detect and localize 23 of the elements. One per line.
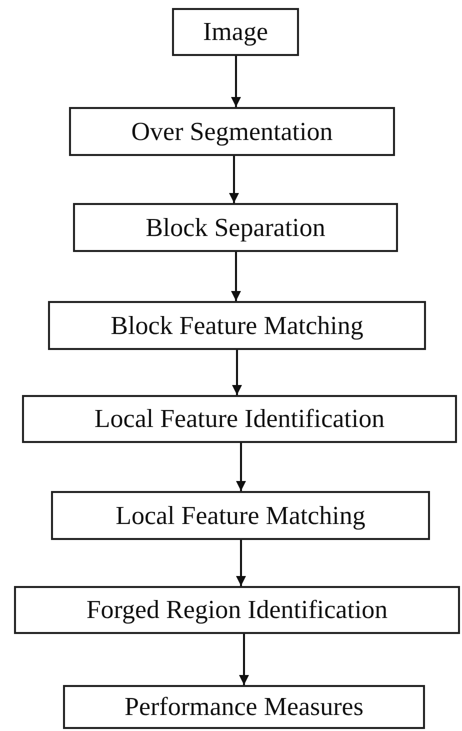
- process-box: [48, 301, 426, 350]
- step-label: Forged Region Identification: [86, 595, 388, 625]
- step-label: Over Segmentation: [131, 116, 333, 146]
- step-label: Performance Measures: [124, 692, 364, 722]
- process-box: [172, 8, 299, 56]
- arrow: [232, 350, 242, 395]
- step-label: Block Separation: [146, 212, 326, 242]
- process-box: [22, 395, 457, 443]
- arrow: [236, 540, 246, 586]
- step-label: Local Feature Identification: [94, 404, 385, 434]
- process-box: [69, 107, 395, 156]
- process-box: [63, 685, 425, 729]
- process-box: [14, 586, 460, 634]
- process-box: [51, 491, 430, 540]
- step-label: Block Feature Matching: [110, 310, 364, 340]
- arrow: [229, 156, 239, 203]
- step-label: Local Feature Matching: [116, 500, 366, 530]
- arrow: [231, 252, 241, 301]
- process-box: [73, 203, 398, 252]
- arrow: [231, 56, 241, 107]
- arrow: [239, 634, 249, 685]
- arrow: [236, 443, 246, 491]
- step-label: Image: [203, 17, 268, 47]
